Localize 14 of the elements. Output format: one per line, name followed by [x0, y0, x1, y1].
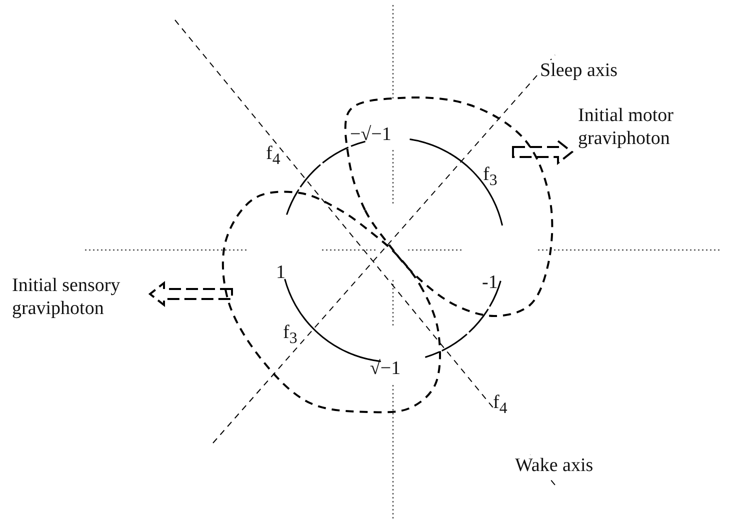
arc-label: f$_{3}$: [483, 164, 498, 191]
hollow-arrow: [512, 138, 574, 166]
axis-label: Wake axis: [515, 455, 594, 477]
annotation-text: Initial sensory graviphoton: [12, 274, 144, 320]
axis-label: Sleep axis: [540, 60, 618, 82]
arc-label: f$_{4}$: [266, 143, 280, 170]
arc-label: f$_{3}$: [283, 322, 298, 349]
point-label: 1: [276, 262, 286, 284]
arc-label: f$_{4}$: [493, 392, 508, 419]
hollow-arrow: [148, 280, 233, 308]
point-label: √−1: [370, 358, 401, 380]
point-label: -1: [482, 272, 498, 294]
annotation-text: Initial motor graviphoton: [578, 104, 696, 150]
point-label: −√−1: [350, 124, 392, 146]
